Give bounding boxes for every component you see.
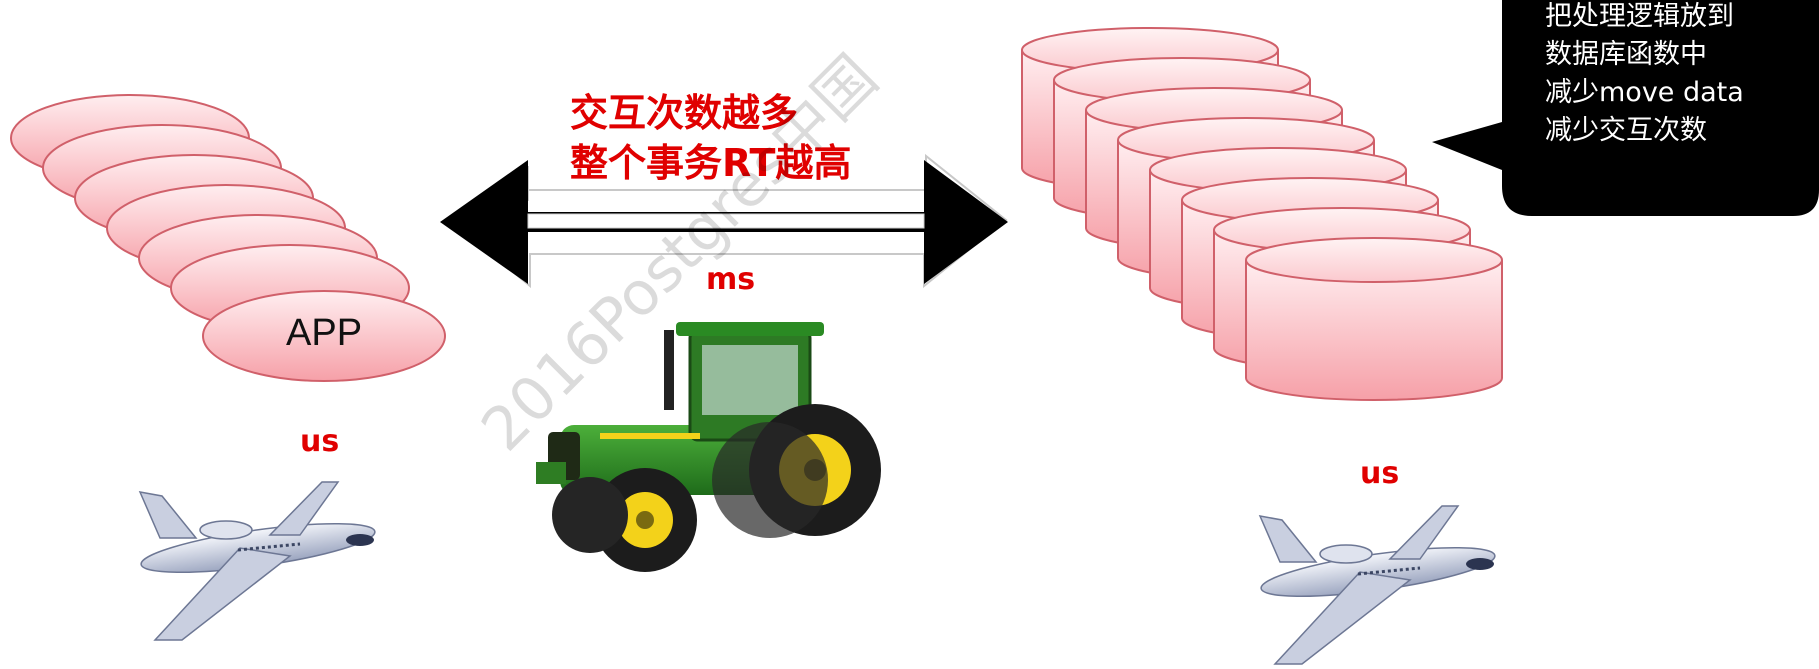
- interaction-caption-line1: 交互次数越多: [570, 91, 799, 135]
- callout-line-2: 数据库函数中: [1545, 39, 1707, 70]
- double-arrow: [440, 153, 1008, 289]
- tractor-image: [536, 322, 881, 572]
- interaction-caption-line2: 整个事务RT越高: [570, 141, 852, 185]
- database-cylinder-stack: [1021, 27, 1503, 401]
- callout-bubble: [1432, 0, 1819, 216]
- callout-line-4: 减少交互次数: [1545, 115, 1707, 146]
- app-instance-stack: [10, 94, 446, 382]
- app-latency-label: us: [300, 424, 340, 459]
- airplane-image-right: [1258, 505, 1496, 665]
- network-latency-label: ms: [706, 262, 756, 297]
- callout-line-1: 把处理逻辑放到: [1545, 1, 1734, 32]
- app-label: APP: [286, 312, 363, 354]
- airplane-image-left: [138, 481, 376, 641]
- callout-line-3: 减少move data: [1545, 77, 1744, 108]
- db-latency-label: us: [1360, 456, 1400, 491]
- callout-text: 把处理逻辑放到 数据库函数中 减少move data 减少交互次数: [1545, 0, 1744, 150]
